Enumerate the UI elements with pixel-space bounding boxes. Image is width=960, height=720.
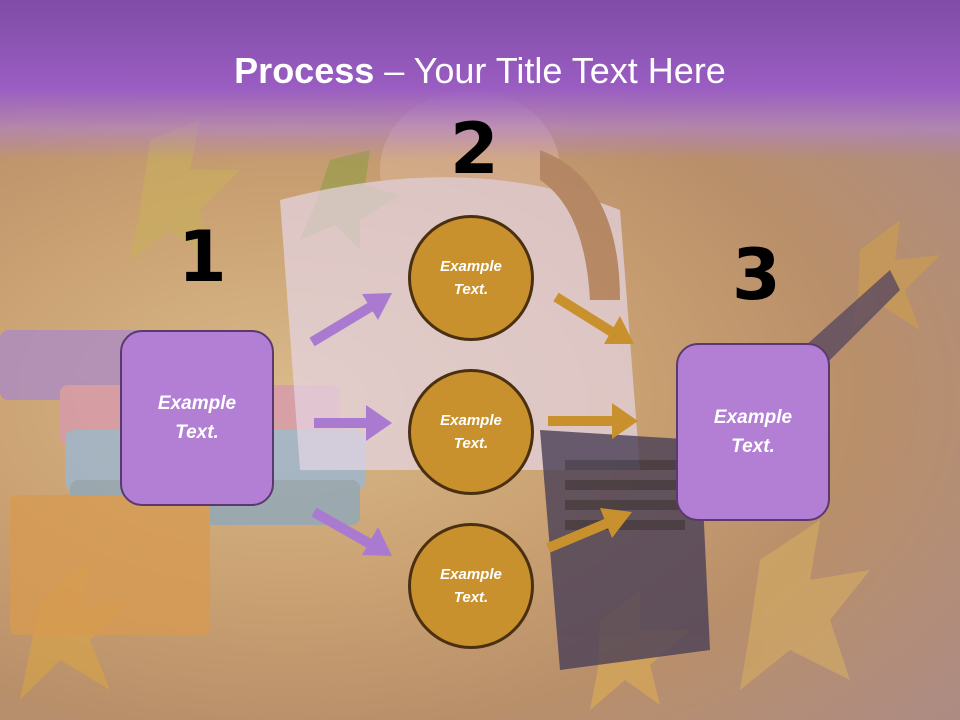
process-circle-2-text: Example Text.	[440, 412, 502, 452]
arrow-1-to-circle-1	[309, 293, 392, 347]
arrow-1-to-circle-2	[314, 405, 392, 441]
arrow-circle-3-to-3	[546, 508, 632, 553]
process-circle-1[interactable]: Example Text.	[408, 215, 534, 341]
arrow-1-to-circle-3	[311, 507, 392, 556]
step-box-3-text: Example Text.	[713, 407, 793, 457]
title-bold: Process	[234, 50, 375, 91]
arrow-circle-1-to-3	[553, 292, 634, 344]
step-box-1-text: Example Text.	[157, 393, 237, 443]
process-circle-1-text: Example Text.	[440, 258, 502, 298]
step-box-3[interactable]: Example Text.	[676, 343, 830, 521]
process-circle-3-text: Example Text.	[440, 566, 502, 606]
step-number-3: 3	[732, 234, 781, 316]
step-number-1: 1	[178, 216, 227, 298]
process-circle-2[interactable]: Example Text.	[408, 369, 534, 495]
title-rest: – Your Title Text Here	[374, 50, 726, 91]
step-number-2: 2	[450, 108, 499, 190]
process-circle-3[interactable]: Example Text.	[408, 523, 534, 649]
slide-title: Process – Your Title Text Here	[0, 50, 960, 92]
step-box-1[interactable]: Example Text.	[120, 330, 274, 506]
title-band	[0, 0, 960, 160]
arrow-circle-2-to-3	[548, 403, 638, 439]
